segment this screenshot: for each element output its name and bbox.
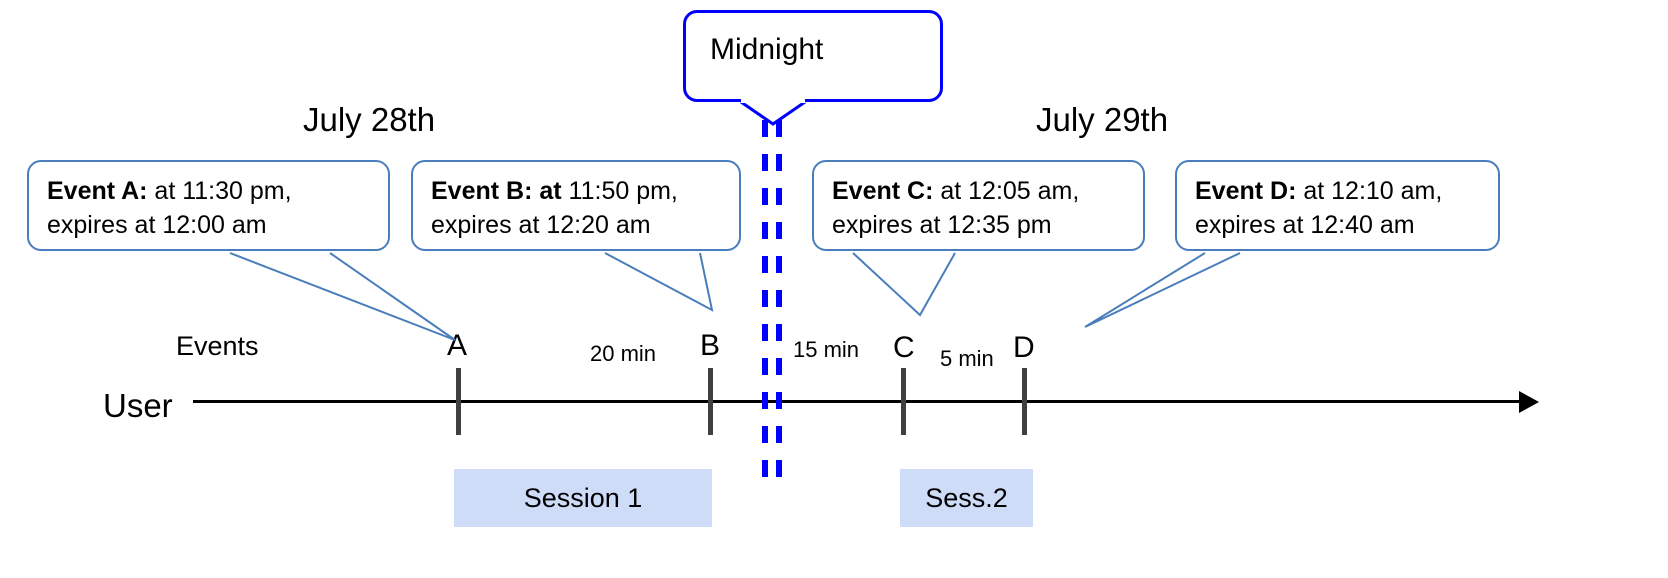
- event-letter-a: A: [447, 329, 468, 362]
- event-callout-d: Event D: at 12:10 am, expires at 12:40 a…: [1175, 160, 1500, 251]
- event-callout-b-line1: Event B: at 11:50 pm,: [431, 174, 725, 208]
- date-label-july-29: July 29th: [1036, 101, 1168, 139]
- event-b-leader: [604, 252, 714, 312]
- date-label-text: July 29th: [1036, 101, 1169, 138]
- event-callout-c-line1: Event C: at 12:05 am,: [832, 174, 1129, 208]
- event-callout-b-line2: expires at 12:20 am: [431, 211, 651, 239]
- event-callout-a: Event A: at 11:30 pm, expires at 12:00 a…: [27, 160, 390, 251]
- event-callout-c: Event C: at 12:05 am, expires at 12:35 p…: [812, 160, 1145, 251]
- event-callout-c-line2: expires at 12:35 pm: [832, 211, 1052, 239]
- event-callout-d-bold: Event D:: [1195, 177, 1297, 205]
- midnight-callout: Midnight: [683, 10, 943, 102]
- date-label-july-28: July 28th: [303, 101, 435, 139]
- event-callout-c-rest: at 12:05 am,: [933, 177, 1080, 205]
- event-a-leader: [229, 252, 456, 341]
- event-callout-a-line1: Event A: at 11:30 pm,: [47, 174, 374, 208]
- event-tick-a: [456, 368, 461, 435]
- event-callout-a-bold: Event A:: [47, 177, 148, 205]
- event-d-leader: [1084, 252, 1241, 328]
- gap-label-15-min: 15 min: [793, 337, 860, 362]
- event-letter-c: C: [893, 331, 915, 364]
- midnight-callout-tail: [740, 100, 806, 126]
- session-block-1-label: Session 1: [523, 482, 643, 513]
- date-label-text: July 28th: [303, 101, 436, 138]
- event-callout-a-line2: expires at 12:00 am: [47, 211, 267, 239]
- events-row-label: Events: [176, 331, 259, 362]
- event-callout-a-rest: at 11:30 pm,: [147, 177, 292, 205]
- event-callout-c-bold: Event C:: [832, 177, 934, 205]
- session-block-2: Sess.2: [900, 469, 1033, 527]
- event-callout-d-rest: at 12:10 am,: [1296, 177, 1443, 205]
- session-block-1: Session 1: [454, 469, 712, 527]
- event-callout-b-bold: Event B: at: [431, 177, 562, 205]
- gap-label-20-min: 20 min: [590, 341, 657, 366]
- event-letter-b: B: [700, 329, 721, 362]
- event-callout-b: Event B: at 11:50 pm, expires at 12:20 a…: [411, 160, 741, 251]
- event-c-leader: [852, 252, 956, 317]
- event-tick-b: [708, 368, 713, 435]
- user-row-label-text: User: [103, 387, 173, 424]
- event-tick-d: [1022, 368, 1027, 435]
- user-row-label: User: [103, 387, 173, 425]
- event-tick-c: [901, 368, 906, 435]
- timeline-axis-arrowhead: [1519, 391, 1539, 413]
- timeline-axis: [193, 400, 1523, 403]
- event-callout-b-rest: 11:50 pm,: [561, 177, 678, 205]
- session-block-2-label: Sess.2: [925, 482, 1008, 513]
- event-callout-d-line1: Event D: at 12:10 am,: [1195, 174, 1484, 208]
- gap-label-5-min: 5 min: [940, 346, 994, 371]
- event-callout-d-line2: expires at 12:40 am: [1195, 211, 1415, 239]
- midnight-label: Midnight: [710, 33, 824, 66]
- events-row-label-text: Events: [176, 331, 259, 361]
- event-letter-d: D: [1013, 331, 1035, 364]
